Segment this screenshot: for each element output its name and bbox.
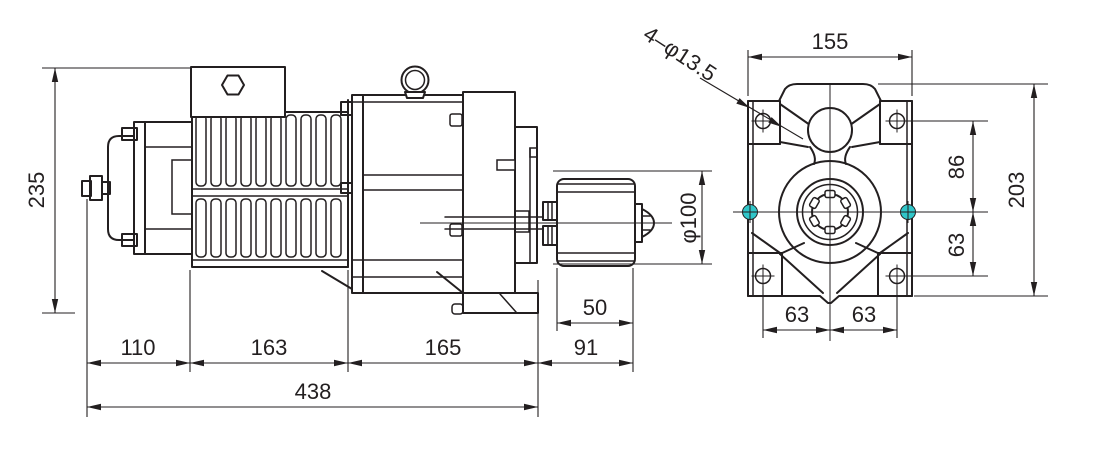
dim-label-438: 438 <box>295 379 332 404</box>
mount-hole-top-right <box>885 109 909 133</box>
gearbox-feet <box>321 270 539 315</box>
dim-total-438: 438 <box>87 379 538 411</box>
motor-fin-block <box>191 111 349 268</box>
dim-label-163: 163 <box>251 335 288 360</box>
front-body-outline <box>747 83 913 304</box>
eye-bolt-base <box>404 91 426 99</box>
brake-housing <box>107 121 193 255</box>
hex-hole <box>221 74 245 96</box>
dim-label-235: 235 <box>24 172 49 209</box>
dim-drum-dia-100: φ100 <box>553 170 712 265</box>
dim-label-86: 86 <box>944 155 969 179</box>
gearbox-housing <box>351 91 464 294</box>
motor-gearbox-flange <box>340 99 353 268</box>
dim-vertical-right: 86 63 203 <box>878 83 1048 297</box>
dim-label-203: 203 <box>1004 172 1029 209</box>
gearbox-output-section <box>444 91 544 298</box>
waist-left <box>809 146 816 165</box>
mount-hole-bottom-right <box>885 264 909 288</box>
dim-label-155: 155 <box>812 29 849 54</box>
dim-label-63-vert: 63 <box>944 233 969 257</box>
side-view: 235 110 163 165 91 438 50 <box>24 65 712 417</box>
dim-label-63-left: 63 <box>785 302 809 327</box>
dim-label-phi100: φ100 <box>676 193 701 244</box>
dim-label-91: 91 <box>574 335 598 360</box>
mount-hole-bottom-left <box>751 264 775 288</box>
brake-shaft-stub <box>81 175 111 201</box>
dim-mount-holes-leader: 4–φ13.5 <box>639 21 804 140</box>
dim-label-50: 50 <box>583 295 607 320</box>
dim-foot-spacing: 63 63 <box>762 286 898 338</box>
cooling-fins <box>195 114 342 258</box>
output-shaft-drum <box>420 178 672 267</box>
dim-drum-50: 50 <box>556 268 633 331</box>
dim-height-235: 235 <box>24 67 191 314</box>
dim-label-165: 165 <box>425 335 462 360</box>
eye-bolt <box>400 65 430 95</box>
mounting-bracket <box>190 66 286 118</box>
dim-label-110: 110 <box>120 335 155 360</box>
dim-label-63-right: 63 <box>852 302 876 327</box>
dim-label-4-phi13-5: 4–φ13.5 <box>639 21 721 86</box>
dim-width-155: 155 <box>747 29 913 96</box>
dim-length-chain: 110 163 165 91 <box>86 199 634 417</box>
front-feet <box>747 232 913 297</box>
waist-right <box>844 146 851 165</box>
front-view: 155 4–φ13.5 86 63 203 63 <box>639 21 1048 341</box>
